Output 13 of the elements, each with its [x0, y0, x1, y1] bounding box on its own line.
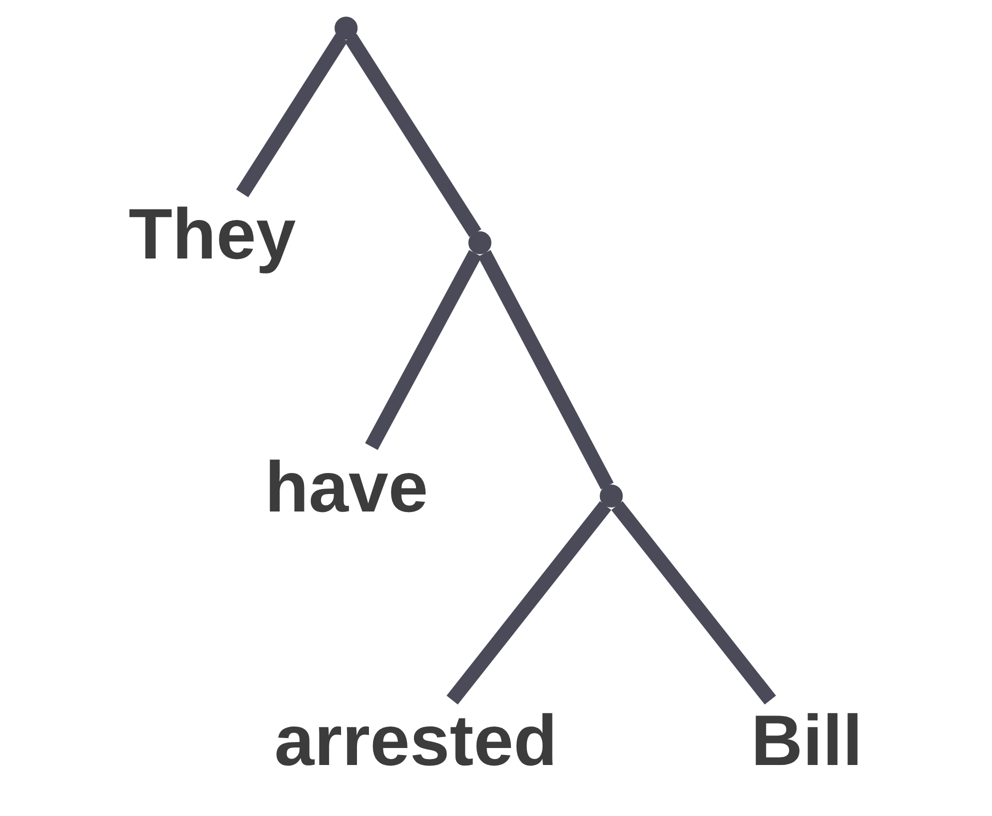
- connector: [344, 34, 482, 237]
- connector: [478, 250, 614, 490]
- node-text: have: [264, 448, 428, 528]
- connector: [365, 250, 482, 450]
- connector: [611, 501, 776, 705]
- node-text: Bill: [751, 700, 863, 781]
- node-text: They: [128, 194, 296, 274]
- node-text: arrested: [274, 700, 558, 781]
- node-point: [600, 484, 623, 508]
- node-point: [468, 231, 492, 254]
- node-point: [334, 16, 358, 40]
- connector: [236, 34, 348, 198]
- connector: [446, 501, 612, 705]
